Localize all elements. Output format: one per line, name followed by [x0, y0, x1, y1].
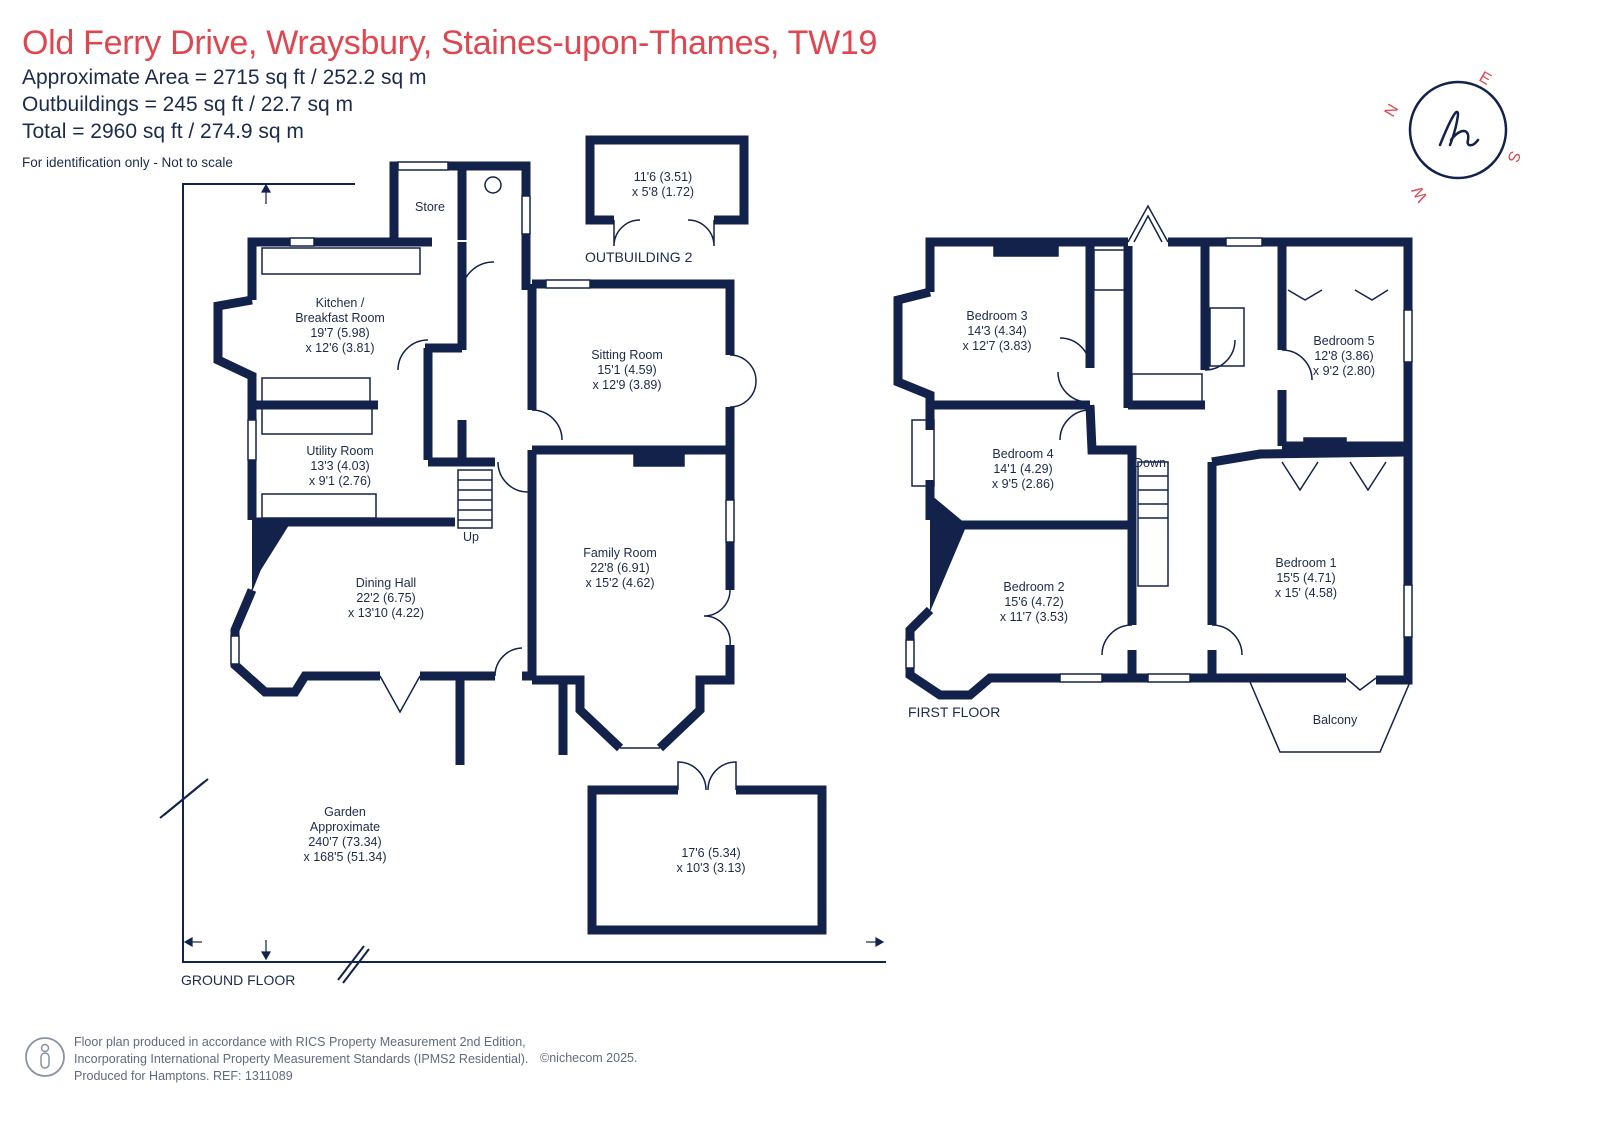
first-floor-walls: [893, 237, 1413, 700]
property-title: Old Ferry Drive, Wraysbury, Staines-upon…: [22, 24, 878, 62]
outbuilding-2-doors: [613, 219, 715, 247]
kitchen-label: Kitchen /: [316, 296, 365, 310]
bedroom-1-dim-1: 15'5 (4.71): [1276, 571, 1335, 585]
footer-line-2: Incorporating International Property Mea…: [74, 1052, 529, 1066]
bedroom-5-label: Bedroom 5: [1313, 334, 1374, 348]
dining-hall-dim-2: x 13'10 (4.22): [348, 606, 424, 620]
balcony-label: Balcony: [1313, 713, 1358, 727]
bedroom-3-dim-2: x 12'7 (3.83): [962, 339, 1031, 353]
bedroom-2-label: Bedroom 2: [1003, 580, 1064, 594]
garden-dim-2: x 168'5 (51.34): [304, 850, 387, 864]
bedroom-3-label: Bedroom 3: [966, 309, 1027, 323]
bedroom-5-dim-1: 12'8 (3.86): [1314, 349, 1373, 363]
kitchen-label-2: Breakfast Room: [295, 311, 385, 325]
outbuilding-2-dim-1: 11'6 (3.51): [634, 170, 692, 184]
family-room-dim-1: 22'8 (6.91): [590, 561, 649, 575]
dining-hall-dim-1: 22'2 (6.75): [356, 591, 415, 605]
ground-floor-details: [230, 161, 757, 749]
outbuilding-1-dim-1: 17'6 (5.34): [681, 846, 740, 860]
total-area: Total = 2960 sq ft / 274.9 sq m: [22, 120, 304, 143]
ground-floor-label: GROUND FLOOR: [181, 972, 295, 988]
compass-s: S: [1504, 149, 1524, 165]
copyright: ©nichecom 2025.: [540, 1051, 638, 1065]
bedroom-1-label: Bedroom 1: [1275, 556, 1336, 570]
footer-text: Floor plan produced in accordance with R…: [74, 1034, 528, 1085]
sitting-room-label: Sitting Room: [591, 348, 663, 362]
bedroom-2-dim-1: 15'6 (4.72): [1004, 595, 1063, 609]
dining-hall-label: Dining Hall: [356, 576, 416, 590]
identification-note: For identification only - Not to scale: [22, 155, 233, 170]
compass-w: W: [1409, 182, 1432, 204]
outbuilding-1: [587, 785, 827, 935]
outbuilding-2-dim-2: x 5'8 (1.72): [632, 185, 694, 199]
utility-room-dim-2: x 9'1 (2.76): [309, 474, 371, 488]
approximate-area: Approximate Area = 2715 sq ft / 252.2 sq…: [22, 66, 427, 89]
family-room-dim-2: x 15'2 (4.62): [585, 576, 654, 590]
outbuildings-area: Outbuildings = 245 sq ft / 22.7 sq m: [22, 93, 353, 116]
bedroom-2-dim-2: x 11'7 (3.53): [1000, 610, 1068, 624]
first-floor-details: [905, 204, 1413, 753]
bedroom-4-dim-1: 14'1 (4.29): [993, 462, 1052, 476]
footer-line-1: Floor plan produced in accordance with R…: [74, 1035, 526, 1049]
store-label: Store: [415, 200, 445, 214]
utility-room-dim-1: 13'3 (4.03): [310, 459, 369, 473]
sitting-room-dim-1: 15'1 (4.59): [597, 363, 656, 377]
kitchen-dim-1: 19'7 (5.98): [310, 326, 369, 340]
bedroom-5-dim-2: x 9'2 (2.80): [1313, 364, 1375, 378]
garden-boundary: [159, 183, 886, 984]
bedroom-4-dim-2: x 9'5 (2.86): [992, 477, 1054, 491]
bedroom-3-dim-1: 14'3 (4.34): [967, 324, 1026, 338]
outbuilding-1-dim-2: x 10'3 (3.13): [676, 861, 745, 875]
ipms-person-icon: [25, 1037, 65, 1077]
first-floor-labels: Bedroom 3 14'3 (4.34) x 12'7 (3.83) Bedr…: [908, 309, 1375, 727]
garden-dimension-arrows: [183, 183, 885, 961]
garden-label: Garden: [324, 805, 366, 819]
footer-line-3: Produced for Hamptons. REF: 1311089: [74, 1069, 293, 1083]
garden-dim-1: 240'7 (73.34): [308, 835, 381, 849]
utility-room-label: Utility Room: [306, 444, 373, 458]
ground-floor-labels: Kitchen / Breakfast Room 19'7 (5.98) x 1…: [181, 170, 746, 988]
outbuilding-1-doors: [677, 761, 737, 791]
garden-label-2: Approximate: [310, 820, 380, 834]
stairs-down-label: Down: [1134, 456, 1166, 470]
bedroom-4-label: Bedroom 4: [992, 447, 1053, 461]
family-room-label: Family Room: [583, 546, 657, 560]
bedroom-1-dim-2: x 15' (4.58): [1275, 586, 1337, 600]
first-floor-label: FIRST FLOOR: [908, 704, 1000, 720]
kitchen-dim-2: x 12'6 (3.81): [305, 341, 374, 355]
compass-logo-icon: N E S W: [1382, 69, 1523, 205]
outbuilding-2: [585, 135, 749, 225]
outbuilding-2-label: OUTBUILDING 2: [585, 249, 693, 265]
sitting-room-dim-2: x 12'9 (3.89): [592, 378, 661, 392]
compass-n: N: [1382, 101, 1403, 120]
stairs-up-label: Up: [463, 530, 479, 544]
